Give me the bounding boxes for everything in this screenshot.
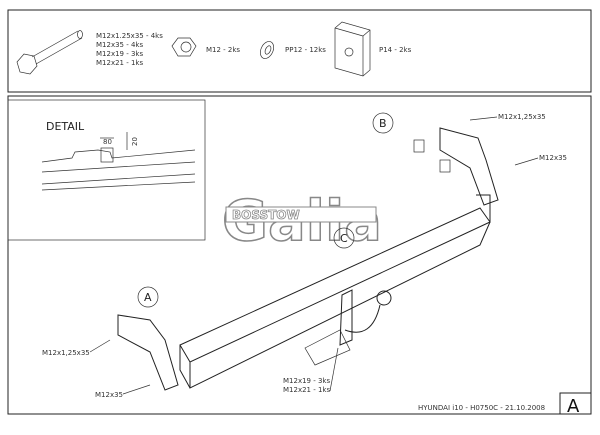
- drawing-caption: HYUNDAI i10 - H0750C - 21.10.2008: [418, 404, 545, 412]
- detail-dim-height: 20: [131, 137, 139, 146]
- main-frame: [7, 95, 592, 415]
- galia-logo: Galia BOSSTOW: [221, 188, 382, 255]
- c-bolt-label-1: M12x19 - 3ks: [283, 377, 330, 385]
- bolt-qty-3: M12x19 - 3ks: [96, 50, 143, 58]
- nut-icon: [171, 37, 197, 57]
- bolt-qty-1: M12x1.25x35 - 4ks: [96, 32, 163, 40]
- plate-icon: [334, 21, 371, 77]
- washer-icon: [260, 41, 274, 59]
- sheet-cell: [559, 392, 592, 415]
- nut-label: M12 - 2ks: [206, 46, 240, 54]
- svg-text:BOSSTOW: BOSSTOW: [232, 208, 300, 222]
- detail-dim-width: 80: [103, 138, 112, 146]
- callout-c: C: [340, 232, 348, 245]
- a-bolt-label-1: M12x1,25x35: [42, 349, 90, 357]
- callout-a: A: [144, 291, 152, 304]
- bolt-icon: [16, 30, 83, 75]
- a-bolt-label-2: M12x35: [95, 391, 123, 399]
- sheet-letter: A: [567, 396, 580, 417]
- bracket-left: [117, 314, 179, 391]
- c-bolt-label-2: M12x21 - 1ks: [283, 386, 330, 394]
- b-bolt-label-1: M12x1,25x35: [498, 113, 546, 121]
- plate-label: P14 - 2ks: [379, 46, 412, 54]
- callout-c-circle: [333, 227, 355, 249]
- detail-box: [7, 99, 206, 241]
- callout-a-circle: [137, 286, 159, 308]
- callout-b: B: [379, 117, 387, 130]
- b-bolt-label-2: M12x35: [539, 154, 567, 162]
- callout-b-circle: [372, 112, 394, 134]
- bracket-right: [413, 127, 499, 206]
- parts-box: [7, 9, 592, 93]
- detail-title: DETAIL: [46, 120, 85, 133]
- detail-section: [41, 132, 196, 191]
- tow-ball-hitch: [304, 289, 392, 366]
- bolt-qty-4: M12x21 - 1ks: [96, 59, 143, 67]
- bolt-qty-2: M12x35 - 4ks: [96, 41, 143, 49]
- washer-label: PP12 - 12ks: [285, 46, 326, 54]
